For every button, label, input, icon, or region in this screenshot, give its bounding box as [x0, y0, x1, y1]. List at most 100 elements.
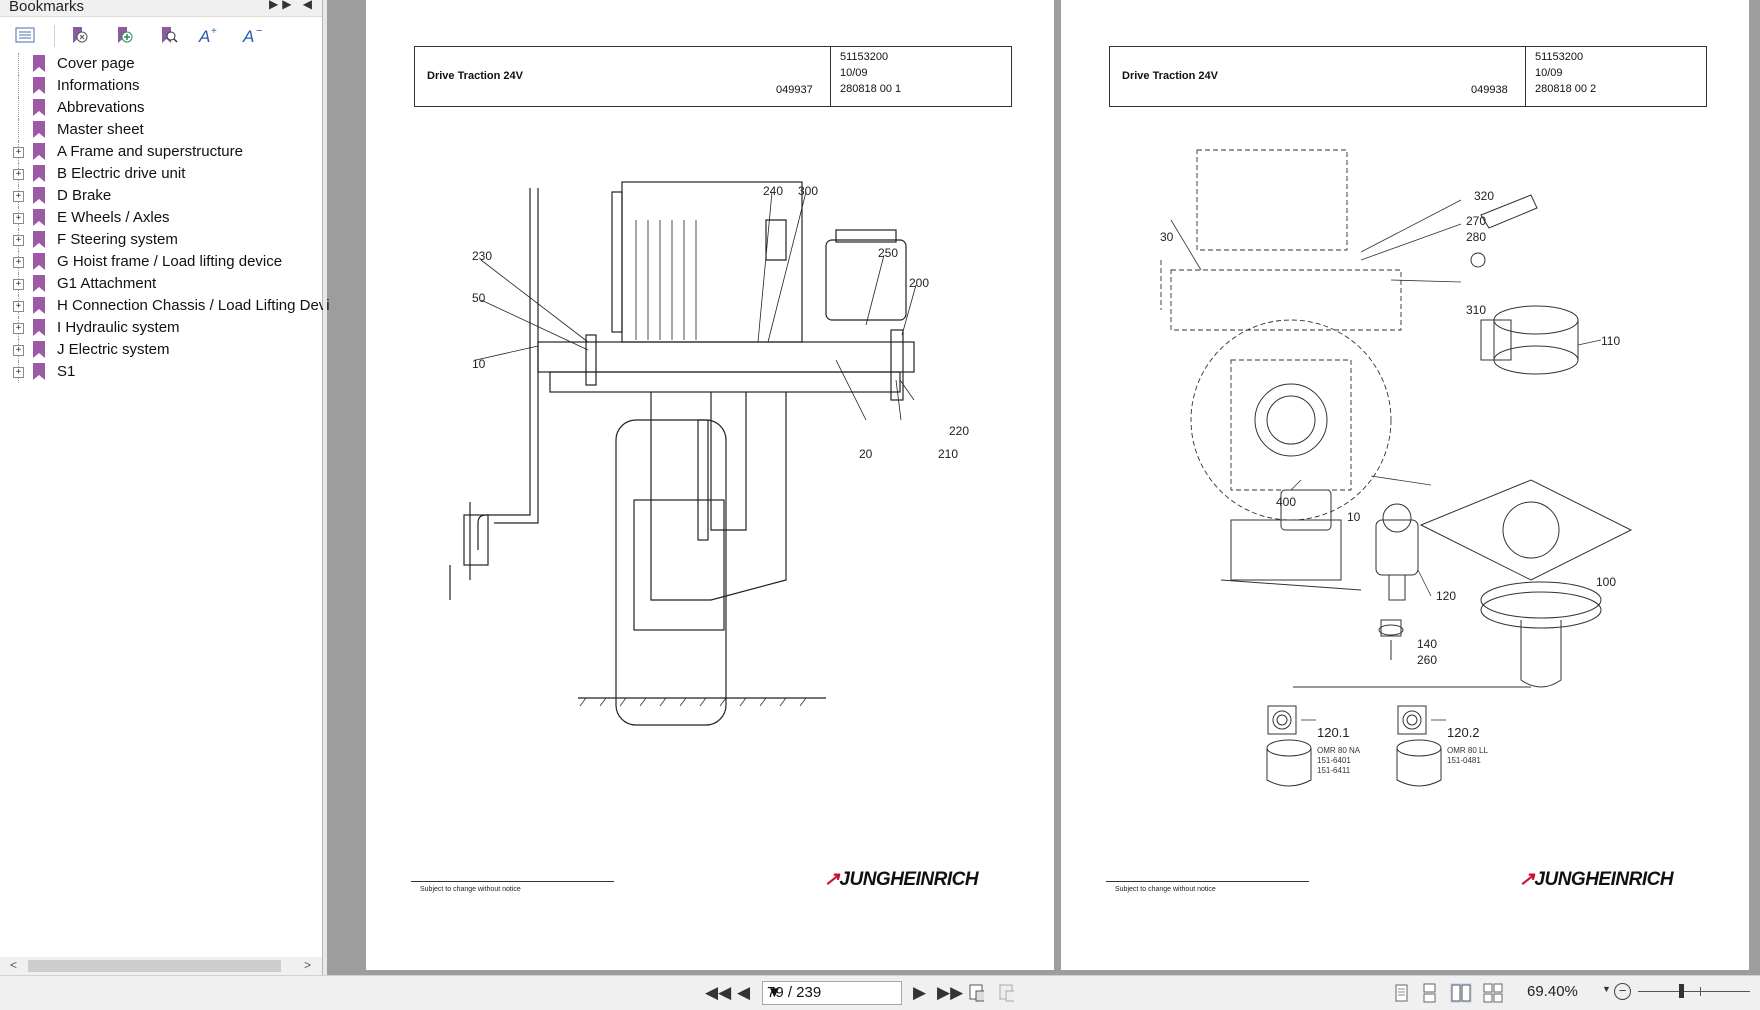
add-bookmark-icon[interactable]: [111, 23, 137, 47]
expand-icon[interactable]: +: [13, 301, 24, 312]
bookmarks-toolbar: A+ A−: [0, 17, 322, 53]
next-page-icon[interactable]: ▶: [913, 983, 927, 1002]
chevron-down-icon[interactable]: ▼: [767, 984, 782, 1001]
expand-icon[interactable]: +: [13, 367, 24, 378]
callout-320: 320: [1474, 189, 1494, 203]
facing-pages-view-icon[interactable]: [1450, 983, 1472, 1003]
chevron-down-icon[interactable]: ▼: [1602, 984, 1611, 994]
single-page-view-icon[interactable]: [1394, 983, 1410, 1003]
bookmark-item[interactable]: + E Wheels / Axles: [0, 207, 322, 229]
increase-text-size-icon[interactable]: A+: [196, 23, 222, 47]
bookmark-item[interactable]: Abbrevations: [0, 97, 322, 119]
footer-note: Subject to change without notice: [1115, 886, 1216, 893]
zoom-slider-thumb[interactable]: [1679, 984, 1684, 998]
callout-260: 260: [1417, 653, 1437, 667]
tree-connector: [18, 97, 20, 119]
bookmark-item[interactable]: + A Frame and superstructure: [0, 141, 322, 163]
bookmark-item[interactable]: + G Hoist frame / Load lifting device: [0, 251, 322, 273]
bookmarks-horizontal-scrollbar[interactable]: < >: [0, 957, 322, 975]
footer-rule: [1106, 881, 1309, 882]
fit-width-icon[interactable]: [998, 983, 1014, 1003]
expand-icon[interactable]: +: [13, 213, 24, 224]
bookmark-item[interactable]: + F Steering system: [0, 229, 322, 251]
bookmark-icon: [33, 297, 45, 314]
fit-page-icon[interactable]: [968, 983, 984, 1003]
drive-unit-section-drawing: 240 300 230 250 200 50 10 220 20 210: [449, 181, 969, 726]
expand-icon[interactable]: +: [13, 323, 24, 334]
panel-splitter[interactable]: [323, 0, 327, 975]
callout-20: 20: [859, 447, 873, 461]
callout-240: 240: [763, 184, 783, 198]
expand-icon[interactable]: +: [13, 257, 24, 268]
sheet-number: 280818 00 1: [840, 83, 902, 95]
bookmark-item[interactable]: + D Brake: [0, 185, 322, 207]
bookmark-item[interactable]: +S1: [0, 361, 322, 383]
revision-date: 10/09: [1535, 67, 1563, 79]
expand-icon[interactable]: +: [13, 235, 24, 246]
bookmark-label: J Electric system: [57, 341, 170, 358]
bookmarks-header: Bookmarks ▶▶ ◀: [0, 0, 322, 17]
bookmarks-title: Bookmarks: [9, 0, 85, 15]
prev-page-icon[interactable]: ◀: [737, 983, 751, 1002]
bookmark-label: B Electric drive unit: [57, 165, 186, 182]
callout-230: 230: [472, 249, 492, 263]
last-page-icon[interactable]: ▶▶: [937, 983, 964, 1002]
first-page-icon[interactable]: ◀◀: [705, 983, 732, 1002]
decrease-text-size-icon[interactable]: A−: [240, 23, 266, 47]
callout-210: 210: [938, 447, 958, 461]
bookmark-label: E Wheels / Axles: [57, 209, 170, 226]
zoom-level[interactable]: 69.40%: [1527, 983, 1578, 1000]
bookmark-item[interactable]: Informations: [0, 75, 322, 97]
facing-continuous-view-icon[interactable]: [1482, 983, 1504, 1003]
scroll-right-icon[interactable]: >: [304, 958, 312, 972]
variant-model-120-2: OMR 80 LL: [1447, 746, 1488, 755]
page-header-box: Drive Traction 24V 049937 51153200 10/09…: [414, 46, 1012, 107]
bookmark-label: A Frame and superstructure: [57, 143, 243, 160]
panel-controls[interactable]: ▶▶ ◀: [268, 0, 316, 11]
variant-code: 151-6401: [1317, 756, 1351, 765]
continuous-view-icon[interactable]: [1422, 983, 1438, 1003]
delete-bookmark-icon[interactable]: [66, 23, 92, 47]
expand-icon[interactable]: +: [13, 169, 24, 180]
zoom-slider[interactable]: [1638, 991, 1750, 992]
find-bookmark-icon[interactable]: [155, 23, 181, 47]
bookmark-icon: [33, 121, 45, 138]
scroll-left-icon[interactable]: <: [10, 958, 18, 972]
bookmark-label: I Hydraulic system: [57, 319, 180, 336]
bookmark-icon: [33, 253, 45, 270]
zoom-out-button[interactable]: −: [1614, 983, 1631, 1000]
bookmark-item[interactable]: +H Connection Chassis / Load Lifting Dev…: [0, 295, 330, 317]
callout-100: 100: [1596, 575, 1616, 589]
drive-unit-exploded-drawing: 320 270 280 30 310 110 400 10 120 100 14…: [1160, 149, 1633, 787]
callout-280: 280: [1466, 230, 1486, 244]
svg-text:+: +: [211, 26, 217, 37]
bookmark-icon: [33, 143, 45, 160]
bookmark-item[interactable]: +G1 Attachment: [0, 273, 322, 295]
header-divider: [830, 47, 831, 106]
variant-model-120-1: OMR 80 NA: [1317, 746, 1361, 755]
bookmark-options-icon[interactable]: [12, 23, 38, 47]
bookmark-label: Cover page: [57, 55, 135, 72]
expand-icon[interactable]: +: [13, 345, 24, 356]
bookmark-item[interactable]: Cover page: [0, 53, 322, 75]
revision-date: 10/09: [840, 67, 868, 79]
scrollbar-thumb[interactable]: [28, 960, 281, 972]
toolbar-separator: [54, 25, 55, 47]
part-number: 51153200: [1535, 51, 1584, 63]
bookmark-label: D Brake: [57, 187, 112, 204]
bookmark-icon: [33, 209, 45, 226]
expand-icon[interactable]: +: [13, 147, 24, 158]
bookmark-label: F Steering system: [57, 231, 178, 248]
callout-110: 110: [1601, 334, 1620, 348]
expand-icon[interactable]: +: [13, 279, 24, 290]
bookmark-item[interactable]: + I Hydraulic system: [0, 317, 322, 339]
bookmark-item[interactable]: Master sheet: [0, 119, 322, 141]
bookmark-label: G Hoist frame / Load lifting device: [57, 253, 283, 270]
callout-120: 120: [1436, 589, 1456, 603]
expand-icon[interactable]: +: [13, 191, 24, 202]
bookmark-label: Master sheet: [57, 121, 144, 138]
bookmark-item[interactable]: + J Electric system: [0, 339, 322, 361]
page-number-field[interactable]: 79 / 239 ▼: [762, 981, 902, 1005]
bookmark-item[interactable]: + B Electric drive unit: [0, 163, 322, 185]
